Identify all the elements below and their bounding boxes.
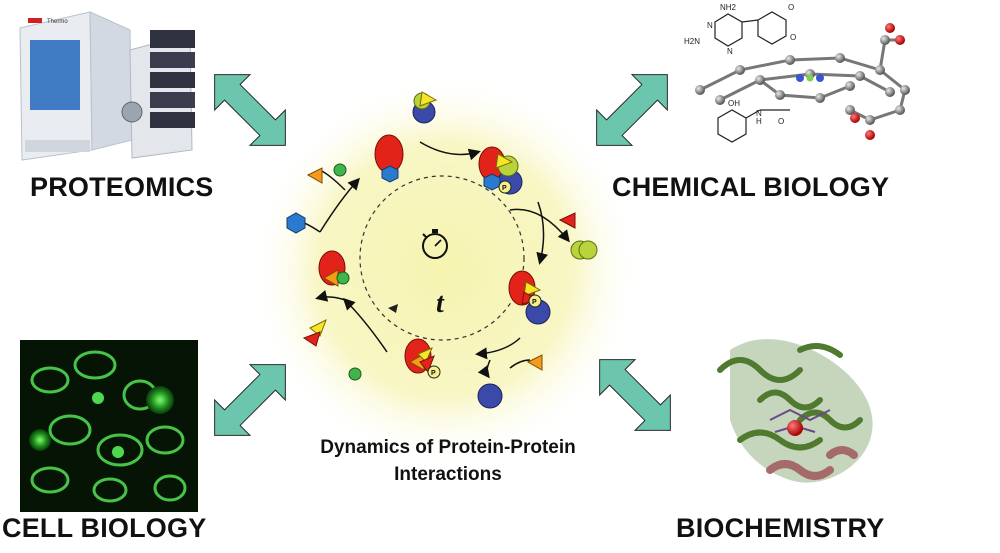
phospho-label-3: P [532,299,537,306]
stopwatch-icon [422,229,448,259]
molecule-label-o-amide: O [778,117,784,126]
arrow-cell-biology [214,364,286,436]
molecule-label-n1: N [707,21,713,30]
molecule-label-n3: N [756,109,762,118]
molecule-label-n2: N [727,47,733,56]
label-proteomics: PROTEOMICS [30,172,214,202]
protein-state-4: P [404,338,441,379]
free-orange-triangle-right [526,354,543,371]
free-red-triangle [558,212,576,229]
free-green-ligand-bottom [348,367,362,381]
molecule-label-nh: H [756,117,762,126]
instrument-logo: Thermo [47,19,68,25]
phospho-label-2: P [502,185,507,192]
arrow-chemical-biology [596,74,668,146]
ligand-complex-top [412,91,438,124]
molecule-label-oh: OH [728,99,740,108]
molecule-label-nh2: NH2 [720,3,737,12]
arrow-proteomics [214,74,286,146]
molecule-label-h2n: H2N [684,37,700,46]
phospho-label-4: P [431,370,436,377]
protein-state-5 [318,250,350,287]
released-green-ligands [570,240,598,260]
label-chemical-biology: CHEMICAL BIOLOGY [612,172,890,202]
protein-state-1 [374,134,404,183]
fluorescence-cells-image [20,340,198,512]
time-symbol: t [436,288,445,319]
mass-spectrometer-image: Thermo [19,11,195,161]
free-orange-triangle-left [306,167,323,184]
free-green-ligand-left [333,163,347,177]
triangle-pair-left [302,318,327,347]
protein-state-3: P [508,270,551,325]
label-cell-biology: CELL BIOLOGY [2,513,207,543]
free-blue-hexagon [286,212,306,234]
arrow-biochemistry [599,359,671,431]
cycle-arrows [319,141,549,360]
center-caption: Dynamics of Protein-Protein Interactions [270,434,626,488]
central-glow [250,75,640,465]
label-biochemistry: BIOCHEMISTRY [676,513,885,543]
molecule-label-o2: O [790,33,796,42]
molecule-structure-image: NH2 H2N N N O O OH H N O [684,3,910,143]
caption-line-1: Dynamics of Protein-Protein [320,437,576,458]
inner-dashed-circle [359,175,525,341]
protein-state-2: P [478,146,523,195]
inner-dashed-arrowhead [388,304,398,313]
molecule-label-o1: O [788,3,794,12]
caption-line-2: Interactions [394,464,502,485]
protein-structure-image [717,339,873,483]
released-blue-ligand [477,383,503,409]
